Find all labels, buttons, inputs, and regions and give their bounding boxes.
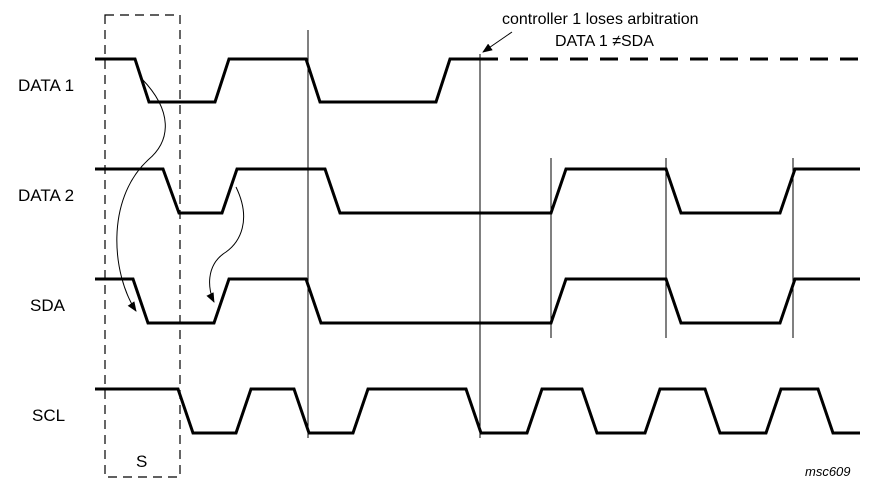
annotation-line1: controller 1 loses arbitration bbox=[502, 11, 699, 28]
signal-label-data2: DATA 2 bbox=[18, 186, 74, 205]
reference-lines bbox=[307, 30, 794, 438]
causality-arrow-data2-to-sda bbox=[206, 186, 245, 303]
waveform-data1 bbox=[95, 57, 480, 104]
annotation-line2: DATA 1 ≠SDA bbox=[555, 33, 654, 50]
waveform-data2 bbox=[95, 167, 860, 215]
start-condition-label: S bbox=[136, 452, 147, 471]
waveform-sda bbox=[95, 277, 860, 325]
signal-label-sda: SDA bbox=[30, 296, 66, 315]
annotation-arrow bbox=[482, 31, 513, 53]
signal-label-data1: DATA 1 bbox=[18, 76, 74, 95]
waveform-scl bbox=[95, 387, 860, 435]
start-condition-box bbox=[104, 14, 181, 478]
causality-arrow-data1-to-sda bbox=[116, 78, 166, 312]
figure-reference: msc609 bbox=[805, 464, 851, 479]
signal-label-scl: SCL bbox=[32, 406, 65, 425]
